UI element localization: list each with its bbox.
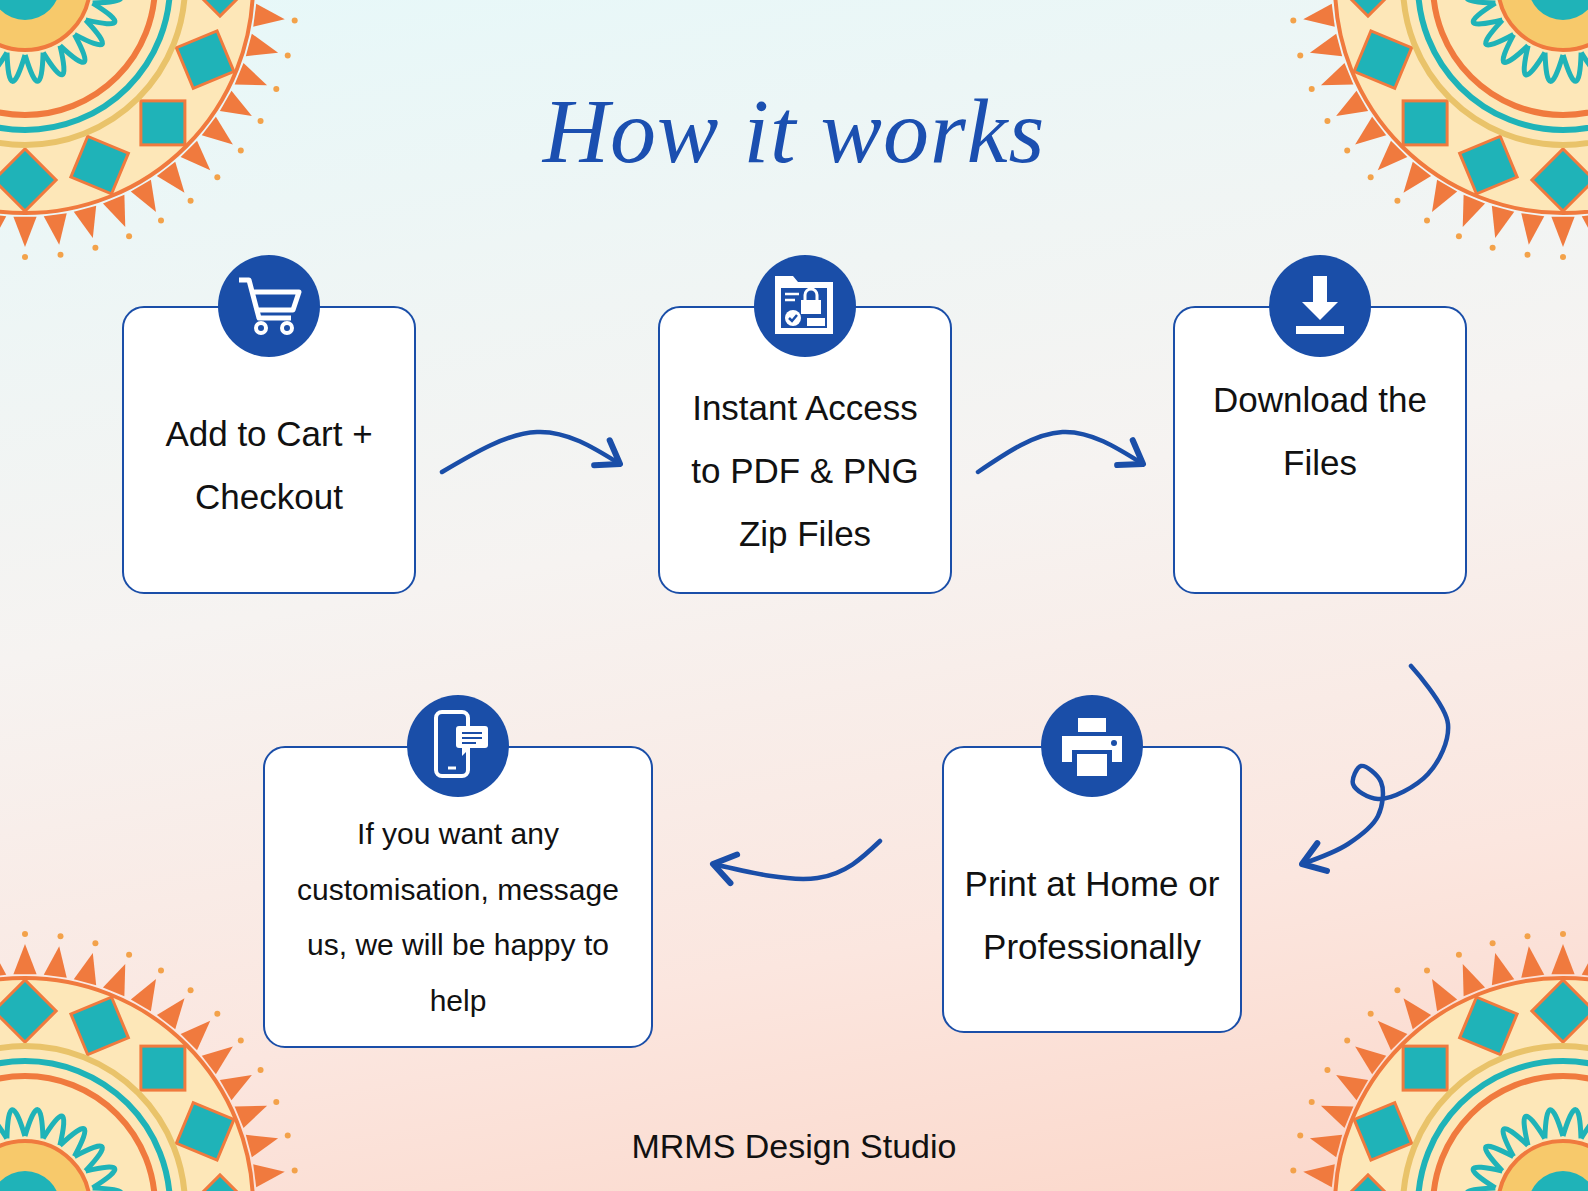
folder-icon	[753, 254, 857, 358]
flow-arrow	[442, 432, 620, 472]
mandala	[0, 931, 300, 1191]
step-box: Print at Home or Professionally	[942, 746, 1242, 1033]
step-text: If you want any customisation, message u…	[288, 806, 628, 1028]
cart-icon	[217, 254, 321, 358]
mandala	[1288, 0, 1588, 260]
flow-arrow	[978, 432, 1143, 472]
step-box: Download the Files	[1173, 306, 1467, 594]
phone-icon	[406, 694, 510, 798]
step-text: Download the Files	[1200, 368, 1440, 494]
title: How it works	[0, 78, 1588, 184]
step-box: Instant Access to PDF & PNG Zip Files	[658, 306, 952, 594]
studio-name: MRMS Design Studio	[0, 1127, 1588, 1166]
step-text: Instant Access to PDF & PNG Zip Files	[685, 376, 925, 565]
step-box: If you want any customisation, message u…	[263, 746, 653, 1048]
printer-icon	[1040, 694, 1144, 798]
mandala	[1288, 931, 1588, 1191]
step-box: Add to Cart + Checkout	[122, 306, 416, 594]
step-text: Print at Home or Professionally	[957, 852, 1227, 978]
flow-arrow	[1302, 666, 1448, 864]
flow-arrow	[713, 841, 880, 879]
mandala	[0, 0, 300, 260]
step-text: Add to Cart + Checkout	[154, 402, 384, 528]
download-icon	[1268, 254, 1372, 358]
